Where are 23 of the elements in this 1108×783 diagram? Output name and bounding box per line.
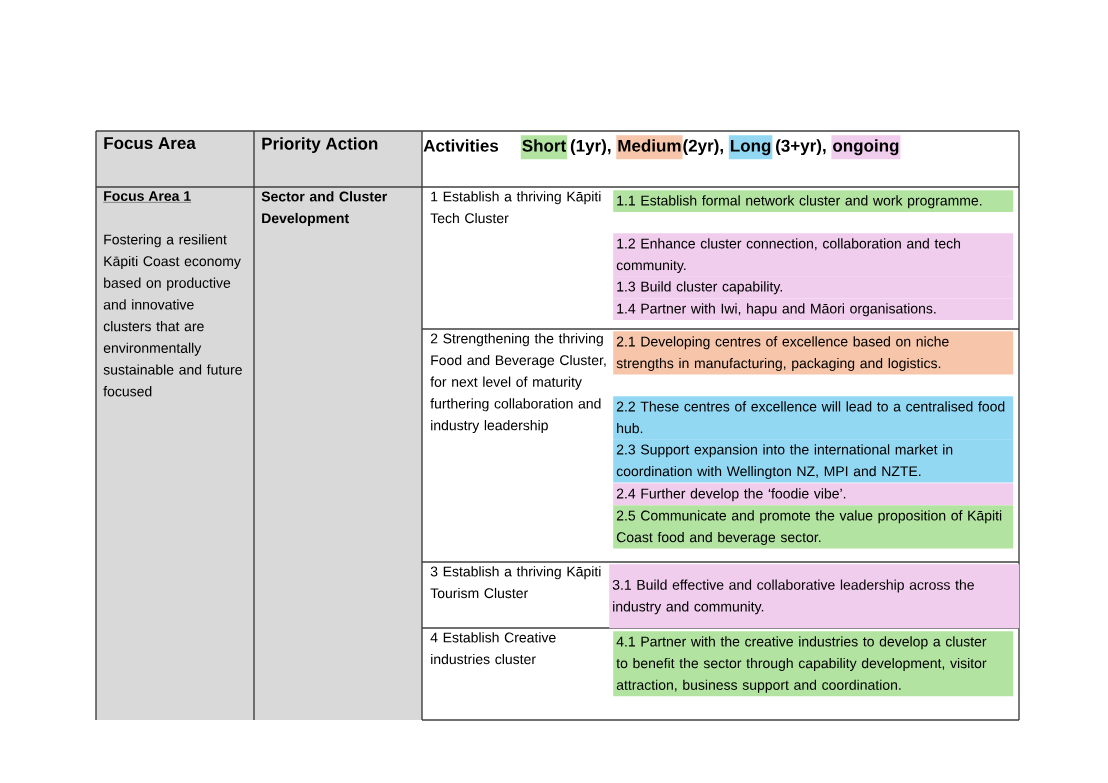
highlighted-activity: 3.1 Build effective and collaborative leadership across the industry and community.: [609, 564, 1020, 629]
highlighted-activity: 1.4 Partner with Iwi, hapu and Māori organisations.: [613, 298, 1014, 320]
duration-note: (1yr),: [570, 139, 611, 156]
highlighted-activity: 2.1 Developing centres of excellence based on niche strengths in manufacturing, packaging and logistics.: [613, 331, 1014, 375]
priority-action-text: Sector and Cluster Development: [261, 191, 387, 226]
activity-text: 3 Establish a thriving Kāpiti Tourism Cluster: [430, 566, 601, 599]
duration-note: (2yr),: [683, 139, 723, 156]
highlighted-activity: 2.2 These centres of excellence will lead to a centralised food hub.: [613, 396, 1014, 440]
description-text: Fostering a resilient Kāpiti Coast economy based on productive and innovative clusters that are environmentally sustainable and future focused: [103, 234, 242, 397]
column-header: Activities: [423, 139, 499, 152]
duration-note: (3+yr),: [776, 139, 826, 156]
activity-text: 2 Strengthening the thriving Food and Beverage Cluster, for next level of maturity furthering collaboration and industry leadership: [430, 333, 606, 434]
highlighted-activity: 4.1 Partner with the creative industries to develop a cluster to benefit the sector through capability development, visitor attraction, business support and coordination.: [613, 631, 1014, 697]
section-heading: Focus Area 1: [103, 191, 192, 203]
highlighted-activity: 2.3 Support expansion into the international market in coordination with Wellington NZ, MPI and NZTE.: [613, 439, 1014, 483]
highlighted-activity: 1.1 Establish formal network cluster and work programme.: [613, 190, 1014, 212]
column-header: Focus Area: [104, 137, 196, 150]
highlighted-activity: 1.3 Build cluster capability.: [613, 276, 1014, 298]
highlighted-activity: 2.4 Further develop the ‘foodie vibe’.: [613, 483, 1014, 505]
activity-text: 1 Establish a thriving Kāpiti Tech Cluster: [430, 191, 601, 224]
activity-text: 4 Establish Creative industries cluster: [430, 632, 556, 665]
highlighted-activity: 2.5 Communicate and promote the value proposition of Kāpiti Coast food and beverage sector.: [613, 505, 1014, 549]
column-header: Priority Action: [262, 137, 378, 154]
